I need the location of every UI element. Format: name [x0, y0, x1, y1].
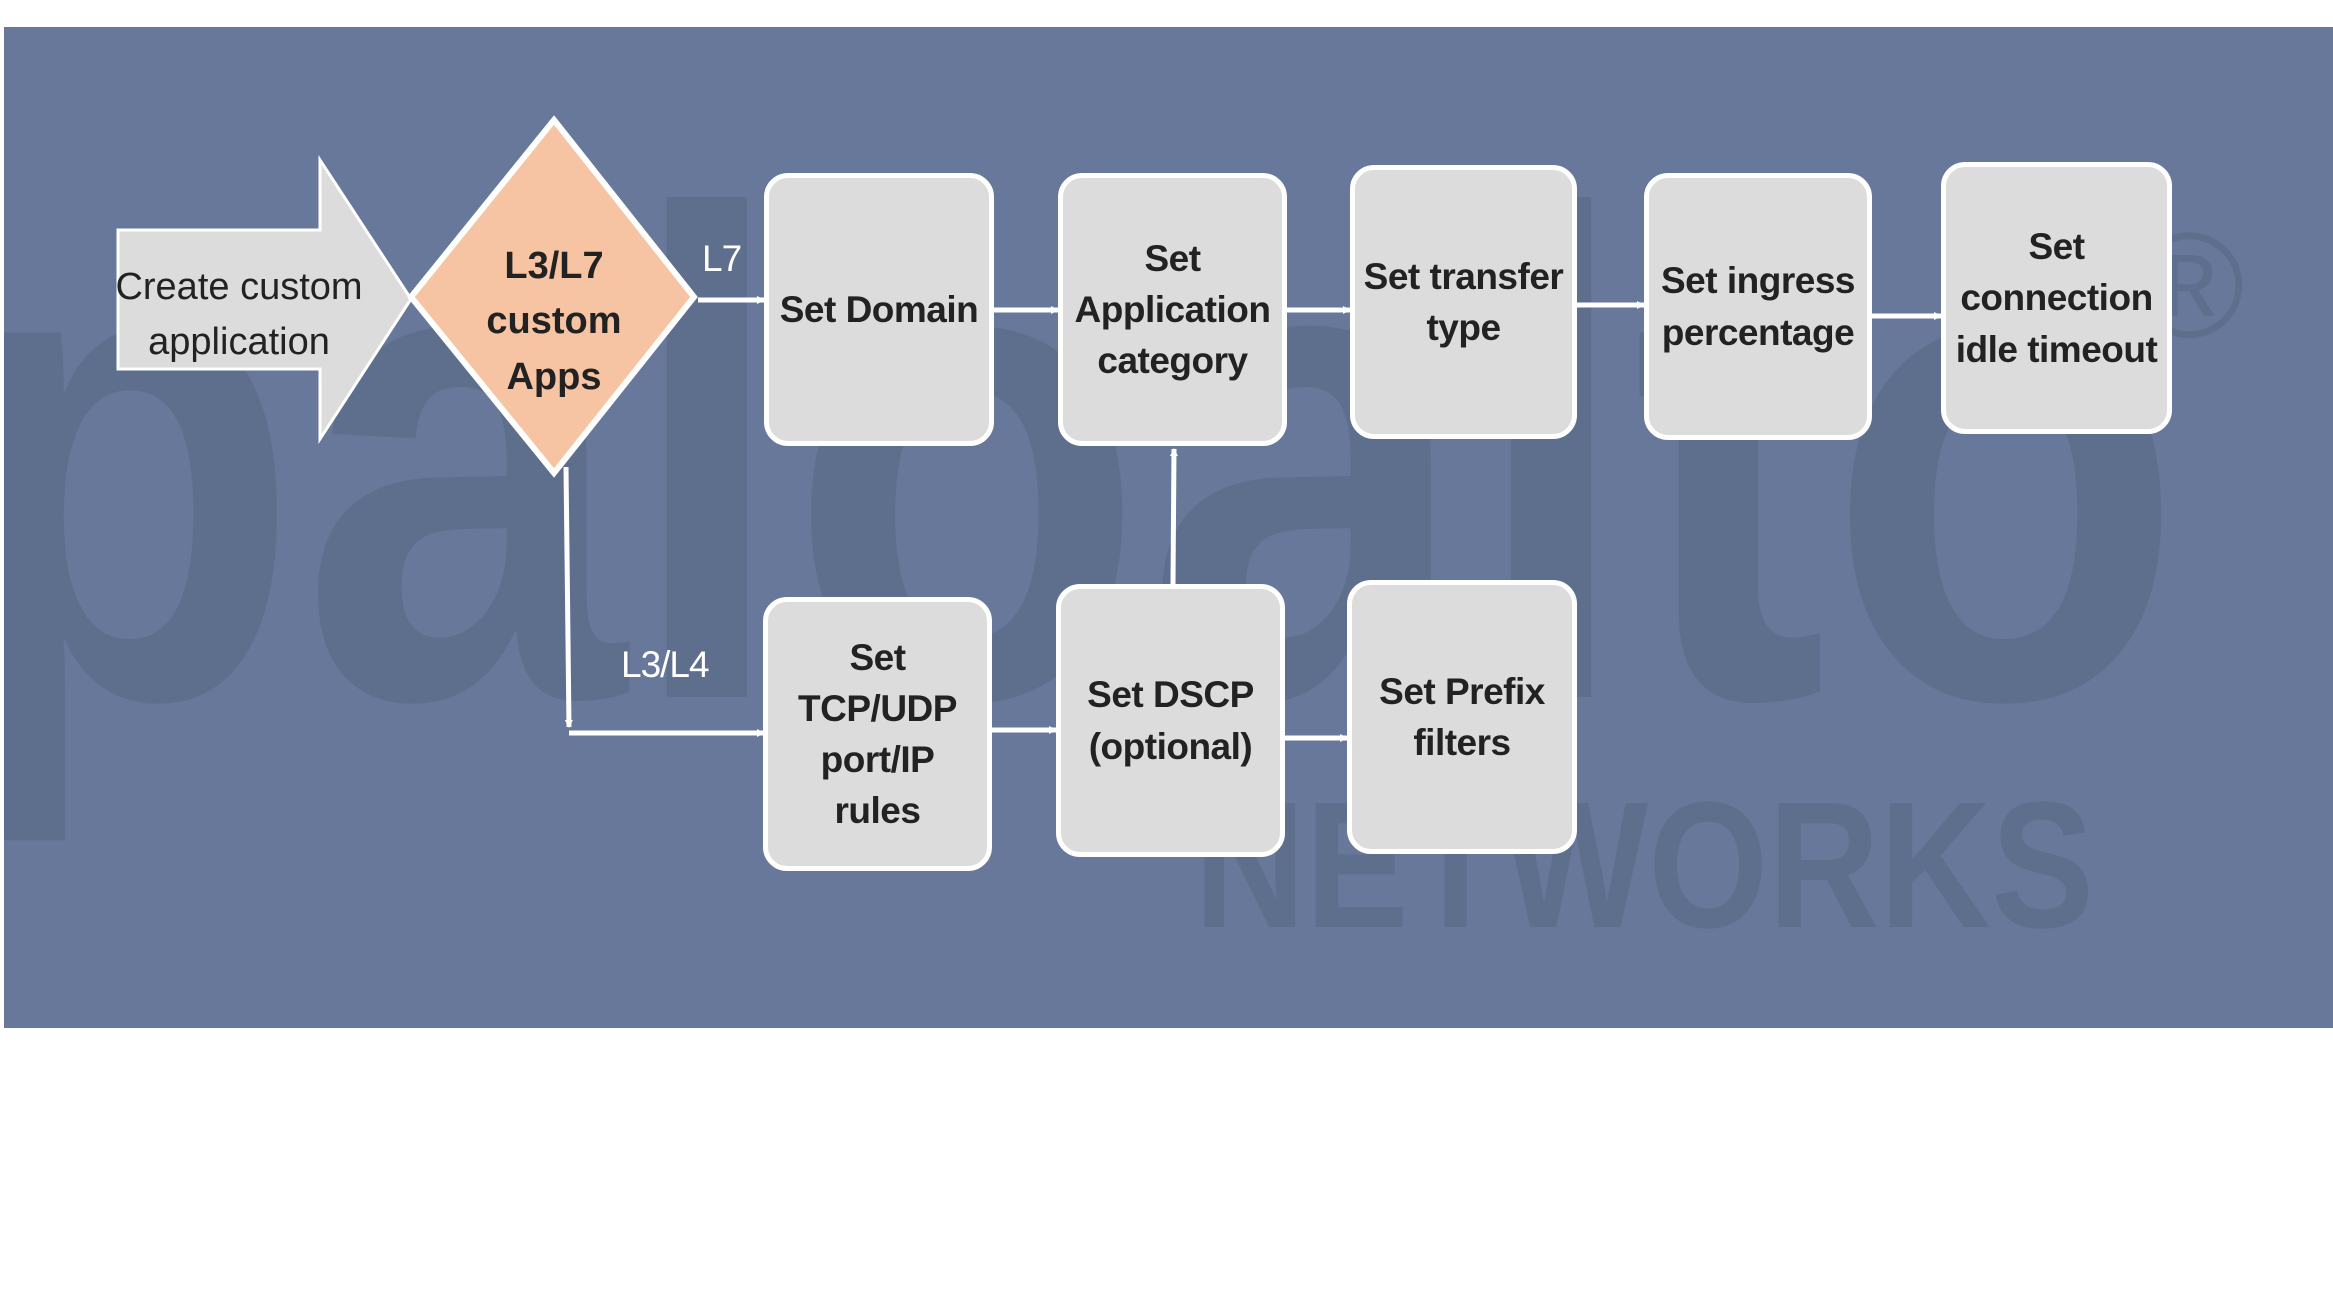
- branch-label-l3-l4: L3/L4: [621, 644, 710, 685]
- decision-label: L3/L7 custom Apps: [486, 245, 622, 398]
- node-set-prefix-filters: Set Prefix filters: [1347, 580, 1577, 854]
- node-set-domain: Set Domain: [764, 173, 994, 446]
- connectors: [563, 296, 1942, 742]
- diagram-canvas: paloalto ® NETWORKS Create custom applic…: [4, 27, 2333, 1028]
- decision-diamond: [407, 115, 698, 478]
- node-set-connection-idle-timeout: Set connection idle timeout: [1941, 162, 2172, 434]
- node-set-dscp-optional: Set DSCP (optional): [1056, 584, 1285, 857]
- start-arrow-shape: [116, 154, 413, 445]
- start-label: Create custom application: [115, 265, 363, 363]
- node-set-application-category: Set Application category: [1058, 173, 1287, 446]
- node-set-ingress-percentage: Set ingress percentage: [1644, 173, 1872, 440]
- connector-decision-down: [563, 466, 573, 728]
- watermark-subtitle: NETWORKS: [1194, 765, 2094, 966]
- branch-label-l7: L7: [702, 238, 742, 279]
- node-set-tcp-udp-port-ip-rules: Set TCP/UDP port/IP rules: [763, 597, 992, 871]
- node-set-transfer-type: Set transfer type: [1350, 165, 1577, 439]
- connector-dscp-to-category: [1169, 448, 1178, 585]
